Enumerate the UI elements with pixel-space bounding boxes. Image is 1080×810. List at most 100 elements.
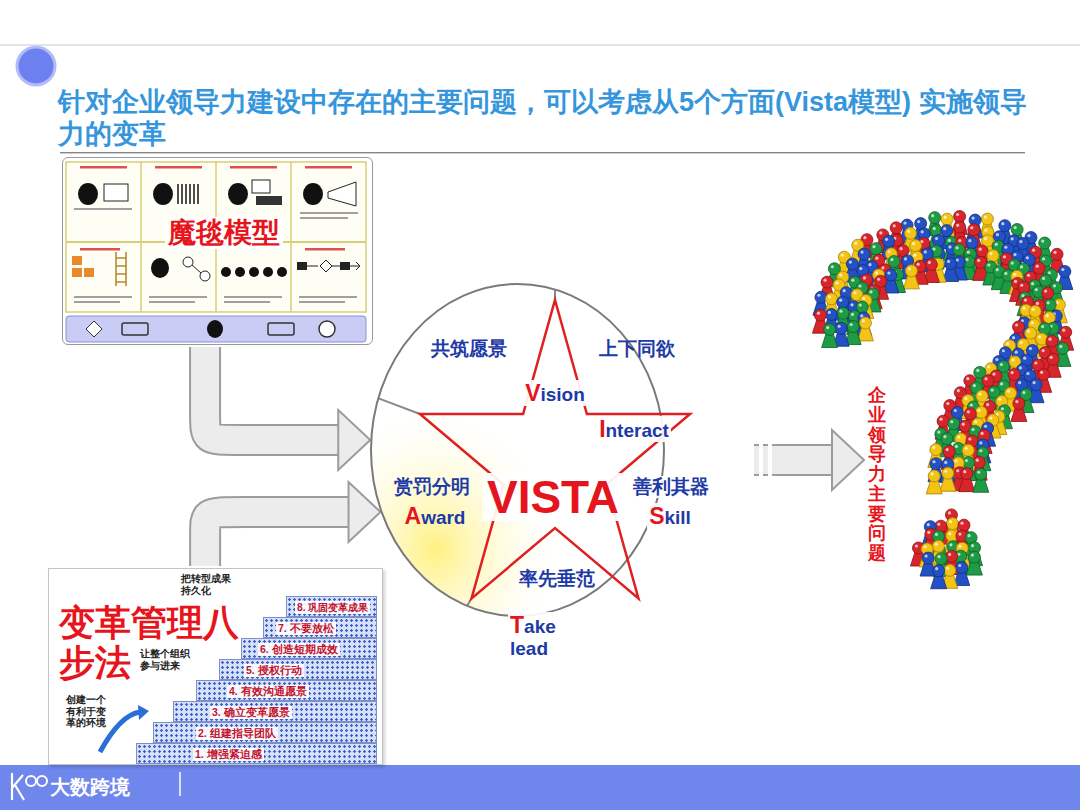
pawn-shine: [989, 416, 992, 419]
pawn-shine: [943, 227, 946, 230]
pawn-shine: [987, 365, 990, 368]
pawn-shine: [1031, 282, 1034, 285]
arrow-body-edge: [665, 444, 834, 476]
face-icon: [78, 183, 98, 205]
pawn-shine: [838, 325, 841, 328]
pawn-shine: [984, 425, 987, 428]
pawn-shine: [925, 554, 928, 557]
pawn-shine: [971, 554, 974, 557]
pawn-shine: [927, 523, 930, 526]
pawn-shine: [853, 291, 856, 294]
pawn-head: [935, 553, 947, 565]
pawn-shine: [1026, 256, 1029, 259]
arrow-body-edge: [205, 347, 340, 440]
pawn-shine: [1059, 345, 1062, 348]
pawn-shine: [933, 227, 936, 230]
pawn-head: [944, 564, 956, 576]
pawn-shine: [956, 213, 959, 216]
pawn-shine: [1041, 325, 1044, 328]
pawn-shine: [958, 239, 961, 242]
pawn-shine: [937, 430, 940, 433]
pawn-shine: [1024, 298, 1027, 301]
pawn-head: [968, 224, 980, 236]
pawn-head: [964, 375, 976, 387]
pawn-shine: [1031, 321, 1034, 324]
box-icon: [72, 256, 82, 265]
model-name: VISTA: [483, 473, 623, 521]
pawn-head: [966, 237, 978, 249]
vista-sector: 善利其器Skill: [628, 473, 714, 532]
pawn-head: [1013, 398, 1025, 410]
pawn-head: [981, 213, 993, 225]
pawn-head: [930, 458, 942, 470]
tiny-text: [300, 212, 358, 214]
pawn-shine: [976, 369, 979, 372]
tiny-heading: [305, 248, 345, 251]
pawn-shine: [1035, 288, 1038, 291]
pawn-shine: [939, 418, 942, 421]
couch-icon: [122, 323, 148, 335]
pawn-shine: [996, 268, 999, 271]
star-outline: [420, 300, 690, 598]
pawn-shine: [1019, 240, 1022, 243]
pawn-head: [1025, 327, 1037, 339]
stage-note: 把转型成果持久化: [181, 573, 233, 596]
step-band: 7. 不要放松: [263, 617, 377, 638]
pawn-head: [946, 550, 958, 562]
pawn: [959, 468, 975, 492]
face-icon: [207, 320, 223, 338]
pawn-head: [1051, 248, 1063, 260]
footer-bar: [0, 765, 1080, 810]
pawn: [931, 565, 947, 589]
pawn: [940, 458, 956, 482]
arrow-body: [665, 446, 834, 474]
stage-note: 让整个组织参与进来: [140, 648, 192, 671]
pawn-shine: [957, 436, 960, 439]
pawn-head: [951, 407, 963, 419]
pawn-shine: [967, 534, 970, 537]
step-label: 6. 创造短期成效: [258, 643, 340, 657]
sector-keyword: Interact: [597, 416, 671, 442]
pawn-head: [1017, 238, 1029, 250]
pawn-head: [1047, 353, 1059, 365]
pawn-head: [815, 291, 827, 303]
pawn-shine: [1036, 302, 1039, 305]
pawn-shine: [881, 266, 884, 269]
pawn-head: [885, 269, 897, 281]
circle-fill: [371, 284, 664, 616]
pawn-shine: [1004, 246, 1007, 249]
footer-divider: [179, 772, 181, 796]
flow-icon: [297, 262, 307, 270]
org-icon: [200, 271, 210, 281]
picture-caption: 变革管理八步法: [59, 603, 249, 684]
pawn-shine: [957, 389, 960, 392]
logo-mark: [26, 776, 36, 786]
arrow-head: [832, 430, 864, 490]
pawn-head: [932, 540, 944, 552]
pawn-shine: [1002, 349, 1005, 352]
pawn-shine: [1015, 400, 1018, 403]
pawn-shine: [879, 231, 882, 234]
pawn-shine: [1022, 391, 1025, 394]
step-label: 3. 确立变革愿景: [210, 706, 292, 720]
pawn-head: [954, 210, 966, 222]
pawn-shine: [979, 441, 982, 444]
pawn-shine: [1014, 280, 1017, 283]
pawn-shine: [1046, 314, 1049, 317]
pawn-shine: [859, 304, 862, 307]
steps-picture: 8. 巩固变革成果7. 不要放松6. 创造短期成效5. 授权行动4. 有效沟通愿…: [48, 568, 383, 765]
pawn-shine: [1022, 307, 1025, 310]
pawn-shine: [955, 445, 958, 448]
flow-icon: [307, 260, 340, 272]
sector-divider: [638, 598, 738, 758]
face-icon: [228, 183, 248, 205]
step-label: 5. 授权行动: [244, 664, 304, 678]
pawn-shine: [1006, 342, 1009, 345]
pawn-shine: [979, 248, 982, 251]
vista-sector: 共筑愿景Vision: [428, 335, 590, 409]
pawn-shine: [927, 531, 930, 534]
title-rule: [60, 152, 1025, 153]
org-icon: [183, 257, 193, 267]
sector-keyword: Take lead: [508, 612, 570, 660]
pawn-shine: [1036, 265, 1039, 268]
